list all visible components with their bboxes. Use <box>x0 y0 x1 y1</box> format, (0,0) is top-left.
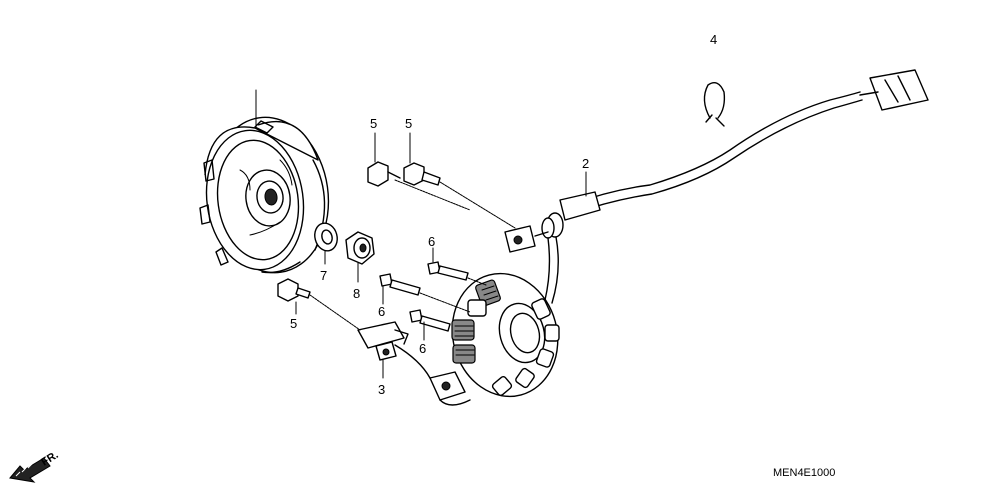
callout-stator: 3 <box>378 382 385 397</box>
flywheel-part <box>199 89 330 274</box>
callout-bolt-flange-lower: 5 <box>290 316 297 331</box>
bolt-flange-upper-right <box>394 132 516 229</box>
front-arrow-icon <box>9 457 51 483</box>
wire-harness-part <box>504 69 929 304</box>
clip-part <box>703 82 726 127</box>
washer-part <box>314 222 338 265</box>
bolt-flange-upper-left <box>367 132 401 187</box>
wire-clamp-part <box>357 321 409 379</box>
stator-part <box>394 272 560 406</box>
callout-clip: 4 <box>710 32 717 47</box>
nut-part <box>345 231 375 283</box>
bolt-socket-upper <box>427 247 487 286</box>
callout-bolt-socket-lower: 6 <box>419 341 426 356</box>
callout-bolt-socket-upper: 6 <box>428 234 435 249</box>
callout-bolt-socket-middle: 6 <box>378 304 385 319</box>
diagram-code: MEN4E1000 <box>773 467 835 479</box>
bolt-socket-middle <box>379 273 471 313</box>
callout-bolt-flange-upper-right: 5 <box>405 116 412 131</box>
callout-nut: 8 <box>353 286 360 301</box>
bolt-socket-lower <box>409 309 451 341</box>
callout-washer: 7 <box>320 268 327 283</box>
callout-bolt-flange-upper-left: 5 <box>370 116 377 131</box>
bolt-flange-lower <box>277 278 361 331</box>
callout-wire-harness: 2 <box>582 156 589 171</box>
